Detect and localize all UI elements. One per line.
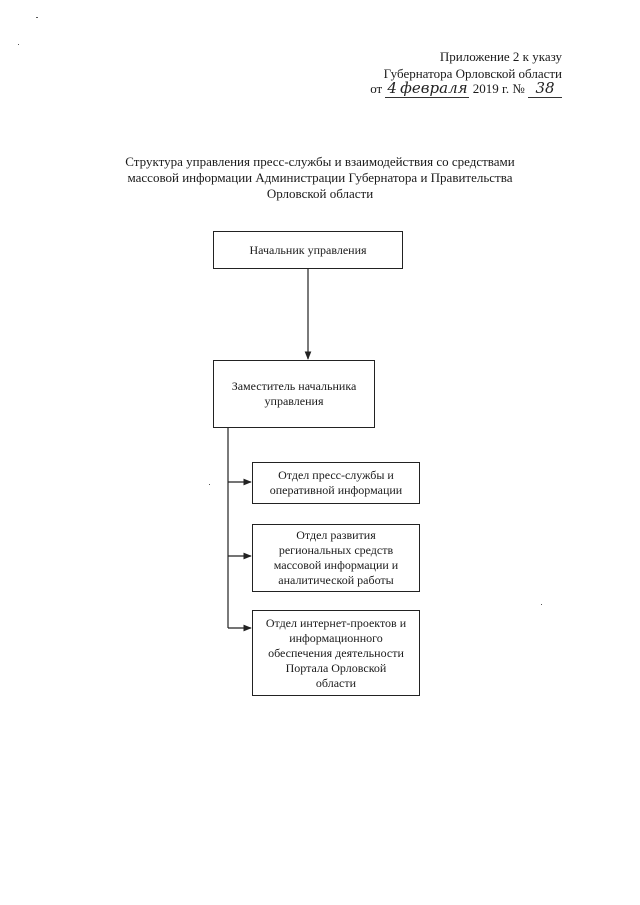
dept-2-line-3: массовой информации и xyxy=(273,558,399,572)
year-label: 2019 г. № xyxy=(472,81,525,96)
appendix-header: Приложение 2 к указу Губернатора Орловск… xyxy=(370,48,562,98)
deputy-head-line-1: Заместитель начальника xyxy=(231,379,357,393)
decree-date-line: от 4 февраля 2019 г. № 38 xyxy=(370,80,562,98)
scan-speck xyxy=(541,604,542,605)
title-line-1: Структура управления пресс-службы и взаи… xyxy=(125,154,515,169)
deputy-head-box: Заместитель начальника управления xyxy=(213,360,375,428)
dept-2-line-4: аналитической работы xyxy=(278,573,394,587)
handwritten-number: 38 xyxy=(535,79,555,97)
scan-speck xyxy=(209,484,210,485)
press-service-dept-box: Отдел пресс-службы и оперативной информа… xyxy=(252,462,420,504)
handwritten-month: февраля xyxy=(400,79,468,97)
internet-projects-dept-box: Отдел интернет-проектов и информационног… xyxy=(252,610,420,696)
dept-3-line-3: обеспечения деятельности xyxy=(268,645,404,660)
appendix-line-1: Приложение 2 к указу xyxy=(439,49,562,64)
deputy-head-line-2: управления xyxy=(264,394,324,408)
dept-2-line-2: региональных средств xyxy=(278,543,394,557)
scan-speck xyxy=(36,17,38,18)
appendix-line-2: Губернатора Орловской области xyxy=(383,66,562,81)
head-of-department-label: Начальник управления xyxy=(249,242,367,257)
head-of-department-box: Начальник управления xyxy=(213,231,403,269)
dept-3-line-1: Отдел интернет-проектов и xyxy=(265,615,407,630)
from-label: от xyxy=(370,81,383,96)
title-line-2: массовой информации Администрации Губерн… xyxy=(127,170,513,185)
handwritten-date: 4 февраля xyxy=(385,79,470,98)
dept-1-line-2: оперативной информации xyxy=(269,483,403,497)
title-line-3: Орловской области xyxy=(266,186,374,201)
regional-media-dept-box: Отдел развития региональных средств масс… xyxy=(252,524,420,592)
handwritten-day: 4 xyxy=(387,79,397,97)
dept-2-line-1: Отдел развития xyxy=(296,528,376,542)
dept-3-line-2: информационного xyxy=(289,630,383,645)
dept-1-line-1: Отдел пресс-службы и xyxy=(278,468,394,482)
document-title: Структура управления пресс-службы и взаи… xyxy=(80,154,560,202)
scan-speck xyxy=(18,44,19,45)
dept-3-line-5: области xyxy=(315,675,357,690)
dept-3-line-4: Портала Орловской xyxy=(285,660,387,675)
handwritten-number-field: 38 xyxy=(528,80,562,98)
